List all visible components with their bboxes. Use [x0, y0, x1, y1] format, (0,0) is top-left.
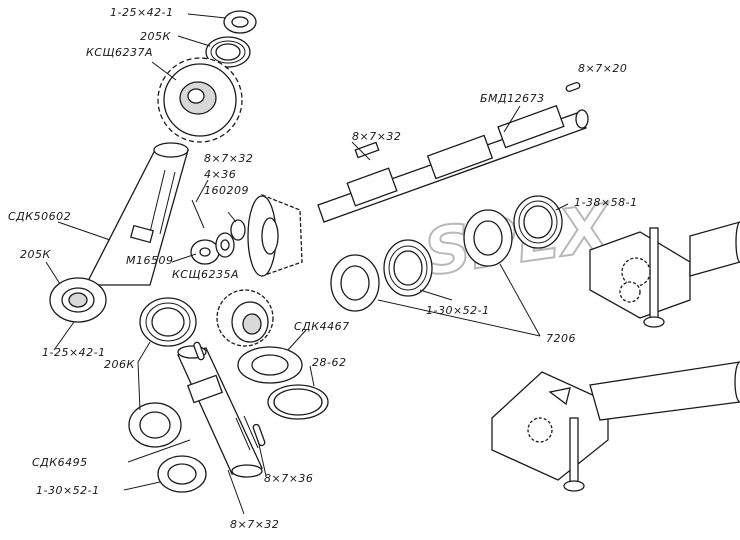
pin-4x36	[191, 199, 205, 229]
label-bearing-7206: 7206	[546, 332, 576, 345]
bevel-gear-center	[247, 194, 303, 277]
labels: 1-25×42-1 205К КСЩ6237А 8×7×20 БМД12673 …	[8, 6, 638, 531]
ring-28-62	[267, 384, 329, 420]
shaft-sdk50602	[84, 142, 189, 286]
leader-lines	[45, 13, 569, 515]
label-key-8x7x32-mid: 8×7×32	[204, 152, 253, 165]
bearing-206k-top	[139, 297, 197, 347]
label-sprocket-ksh6237a: КСЩ6237А	[86, 46, 153, 59]
bearing-1-30x52-bottom	[157, 455, 207, 493]
bearing-1-38x58	[513, 195, 563, 249]
sprocket	[157, 57, 243, 143]
bearing-205k-left	[49, 277, 107, 323]
label-shaft-sdk50602: СДК50602	[8, 210, 71, 223]
label-nut-m16509: М16509	[126, 254, 173, 267]
label-shaft-bmd12673: БМД12673	[480, 92, 545, 105]
assembly-lower-right	[491, 361, 740, 492]
label-key-8x7x20: 8×7×20	[578, 62, 627, 75]
label-ring-28-62: 28-62	[312, 356, 346, 369]
bearing-206k-bottom	[128, 402, 182, 448]
label-bearing-205k-left: 205К	[20, 248, 51, 261]
bearing-1-30x52	[383, 239, 433, 297]
label-bearing-1-38x58: 1-38×58-1	[574, 196, 638, 209]
label-bearing-1-30x52-bottom: 1-30×52-1	[36, 484, 100, 497]
bearing-7206-b	[463, 209, 513, 267]
label-key-8x7x32-bottom: 8×7×32	[230, 518, 279, 531]
bearing-top	[223, 10, 257, 34]
assembly-upper-right	[589, 221, 740, 328]
bearing-7206-a	[330, 254, 380, 312]
key-8x7x20	[565, 81, 581, 93]
label-pin-4x36: 4×36	[204, 168, 236, 181]
label-bearing-205k-top: 205К	[140, 30, 171, 43]
label-shaft-sdk6495: СДК6495	[32, 456, 88, 469]
label-flange-sdk4467: СДК4467	[294, 320, 350, 333]
flange-sdk4467	[237, 346, 303, 384]
label-bearing-1-30x52-mid: 1-30×52-1	[426, 304, 490, 317]
washer-ksh6235a	[215, 232, 235, 258]
bearing-205k-top	[205, 36, 251, 68]
key-8x7x36	[252, 423, 266, 447]
label-bearing-top: 1-25×42-1	[110, 6, 174, 19]
ring-160209	[230, 219, 246, 241]
shaft-bmd12673	[317, 104, 589, 223]
gear-lower	[216, 289, 274, 347]
label-washer-ksh6235a: КСЩ6235А	[172, 268, 239, 281]
label-ring-160209: 160209	[204, 184, 249, 197]
label-key-8x7x32-top: 8×7×32	[352, 130, 401, 143]
key-8x7x32-bottom	[193, 341, 205, 361]
label-bearing-206k: 206К	[104, 358, 135, 371]
label-key-8x7x36: 8×7×36	[264, 472, 313, 485]
label-bearing-1-25x42-bottom: 1-25×42-1	[42, 346, 106, 359]
nut-m16509	[190, 239, 220, 265]
